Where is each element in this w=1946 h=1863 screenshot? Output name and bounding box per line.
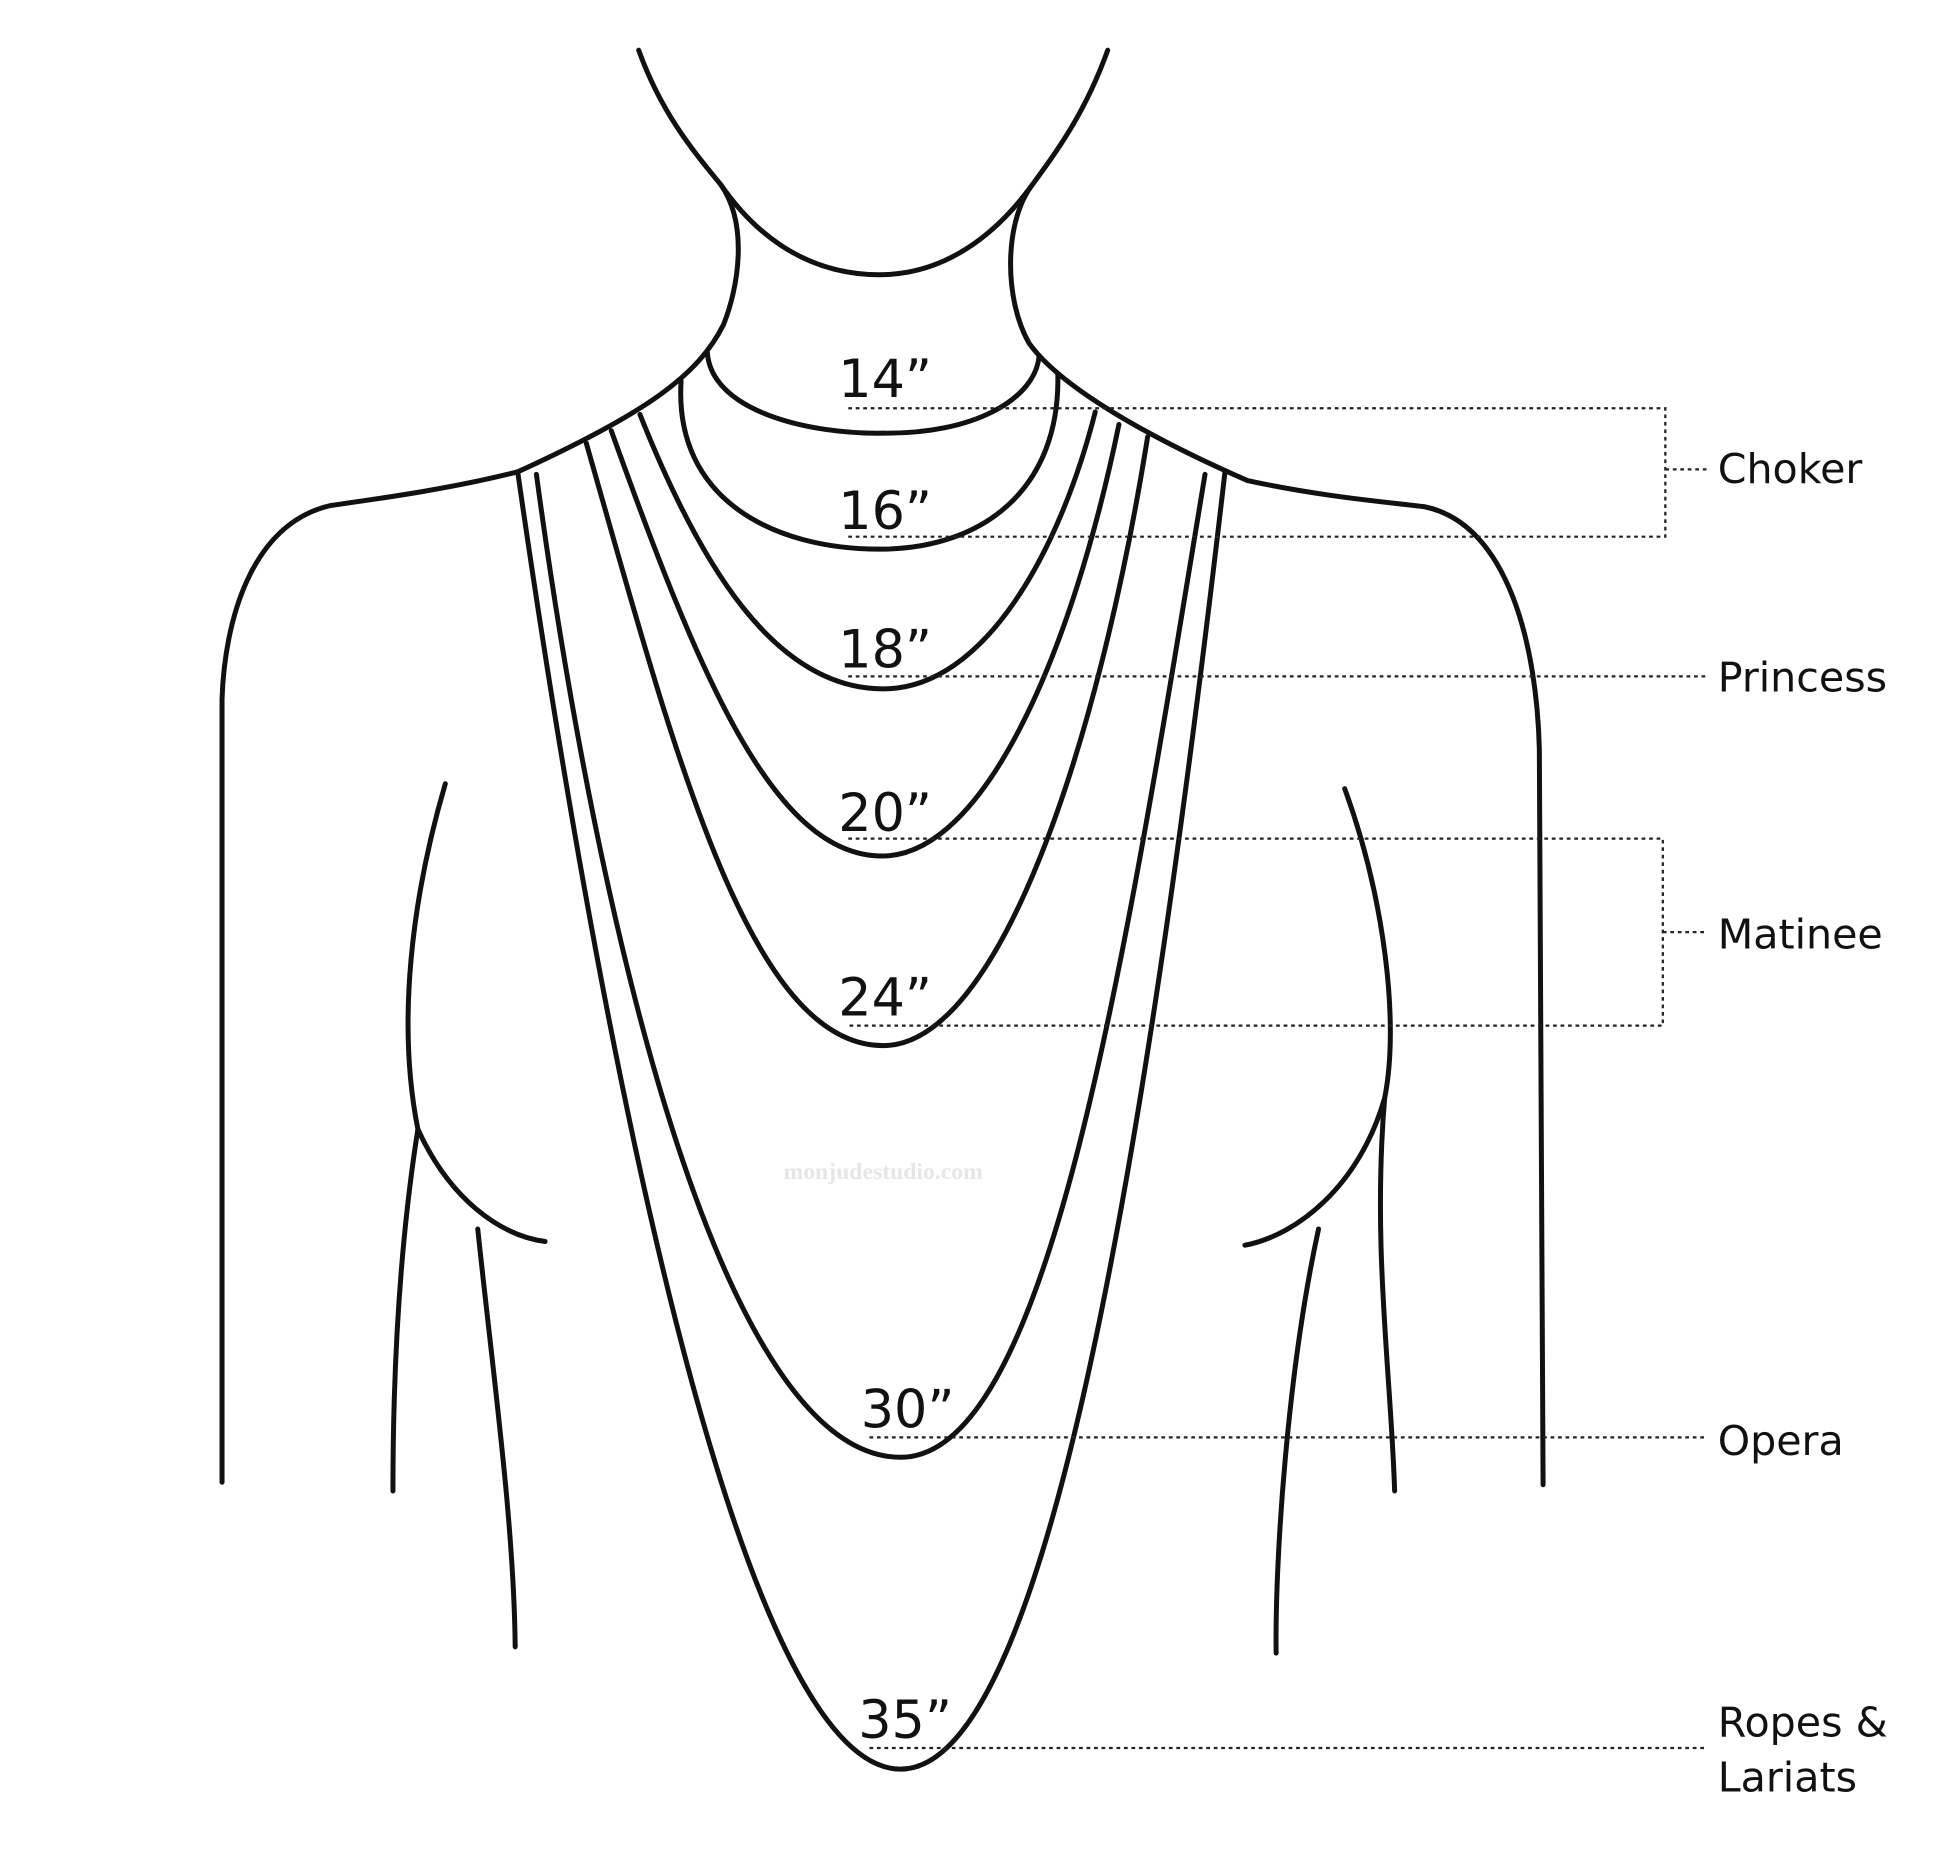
length-label-16: 16”: [838, 481, 932, 542]
watermark: monjudestudio.com: [783, 1159, 983, 1185]
torso-right: [1377, 1095, 1398, 1494]
length-label-18: 18”: [838, 620, 932, 681]
necklaces: [515, 349, 1228, 1772]
necklace-30: [533, 471, 1208, 1460]
arm-inner-left: [475, 1226, 518, 1650]
necklace-24: [583, 434, 1151, 1049]
category-ropes: Ropes &: [1718, 1699, 1888, 1747]
length-label-24: 24”: [838, 968, 932, 1029]
length-label-35: 35”: [858, 1690, 952, 1751]
category-matinee: Matinee: [1718, 910, 1883, 958]
neck-right: [1008, 47, 1546, 1488]
necklace-16: [678, 372, 1061, 552]
category-labels: Choker Princess Matinee Opera Ropes & La…: [1718, 445, 1888, 1802]
necklace-14: [704, 349, 1042, 436]
category-choker: Choker: [1718, 445, 1863, 493]
category-lariats: Lariats: [1718, 1754, 1857, 1802]
necklace-35: [515, 469, 1228, 1772]
matinee-bracket: [848, 837, 1707, 1027]
category-princess: Princess: [1718, 653, 1887, 701]
guide-lines: [848, 407, 1707, 1750]
torso-left: [390, 1126, 421, 1494]
necklace-18: [637, 409, 1098, 692]
arm-inner-right: [1273, 1226, 1322, 1656]
length-label-30: 30”: [861, 1379, 955, 1440]
breast-right: [1242, 786, 1393, 1248]
length-label-20: 20”: [838, 783, 932, 844]
breast-left: [405, 781, 548, 1244]
chin: [718, 182, 1033, 278]
choker-bracket: [848, 407, 1707, 538]
necklace-20: [608, 421, 1122, 859]
category-opera: Opera: [1718, 1417, 1844, 1465]
length-label-14: 14”: [838, 349, 932, 410]
body-outline: [219, 47, 1546, 1656]
length-labels: 14” 16” 18” 20” 24” 30” 35”: [838, 349, 954, 1751]
